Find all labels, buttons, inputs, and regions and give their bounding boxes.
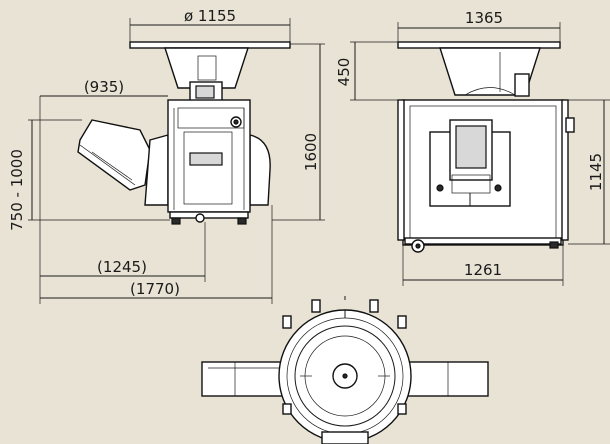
side-rear-guard — [249, 134, 271, 206]
dim-body-height: 1145 — [587, 153, 605, 191]
dim-base-width: (1245) — [97, 258, 147, 276]
top-bracket-6 — [397, 403, 407, 415]
side-foot-right — [237, 217, 247, 225]
front-base-frame — [404, 237, 562, 245]
side-foot-left — [171, 217, 181, 225]
dim-hopper-diameter: ø 1155 — [184, 7, 236, 25]
side-hopper-plate — [129, 41, 291, 49]
side-caster — [195, 213, 205, 223]
side-hopper-funnel — [164, 47, 249, 89]
top-feed-arm-right — [405, 361, 489, 397]
side-base-frame — [169, 211, 249, 219]
front-view — [397, 41, 575, 253]
front-motor — [514, 73, 530, 97]
dim-side-feed-width: (935) — [84, 78, 124, 96]
side-view — [77, 41, 291, 225]
top-bracket-3 — [282, 315, 292, 329]
dim-base-depth: 1261 — [464, 261, 502, 279]
dim-overall-width: (1770) — [130, 280, 180, 298]
front-hopper-plate — [397, 41, 561, 49]
dim-working-height: 750 - 1000 — [8, 149, 26, 231]
top-bracket-5 — [282, 403, 292, 415]
dim-front-width: 1365 — [465, 9, 503, 27]
side-panel-slot — [189, 152, 223, 166]
dim-hopper-height: 450 — [335, 58, 353, 87]
front-dimensions: 1365 450 1145 1261 — [335, 9, 610, 286]
side-control-screen — [195, 85, 215, 99]
side-feed-chute — [77, 119, 151, 191]
side-dimensions: ø 1155 (935) 1600 750 - 1000 (1245) (177… — [8, 7, 325, 304]
dim-overall-height: 1600 — [302, 133, 320, 171]
top-bracket-2 — [369, 299, 379, 313]
side-hopper-window — [197, 55, 217, 81]
top-outlet — [321, 431, 369, 444]
front-side-rail-right — [561, 99, 569, 241]
front-handle — [565, 117, 575, 133]
top-bracket-1 — [311, 299, 321, 313]
front-side-rail-left — [397, 99, 405, 241]
front-foot-right — [549, 241, 559, 249]
top-view — [201, 296, 489, 444]
top-bracket-4 — [397, 315, 407, 329]
